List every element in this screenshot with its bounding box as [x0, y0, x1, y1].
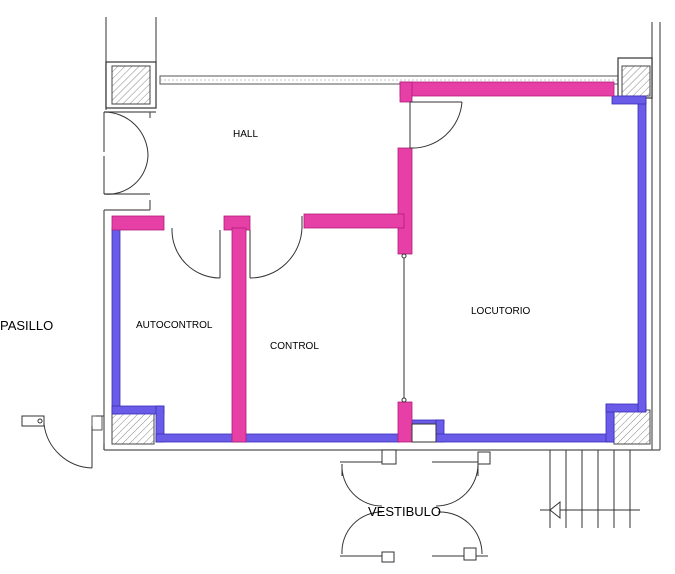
room-label-pasillo: PASILLO — [0, 318, 53, 333]
stairs — [540, 450, 640, 528]
room-label-vestibulo: VESTIBULO — [368, 504, 441, 519]
room-label-control: CONTROL — [270, 341, 319, 352]
partition-lines — [401, 253, 437, 443]
room-label-locutorio: LOCUTORIO — [471, 306, 530, 317]
room-labels: HALL LOCUTORIO AUTOCONTROL CONTROL PASIL… — [0, 129, 530, 519]
pink-walls — [111, 81, 615, 443]
blue-walls — [111, 95, 647, 443]
columns — [105, 57, 653, 445]
room-label-hall: HALL — [233, 129, 258, 140]
room-label-autocontrol: AUTOCONTROL — [136, 320, 213, 331]
doors — [21, 101, 491, 563]
